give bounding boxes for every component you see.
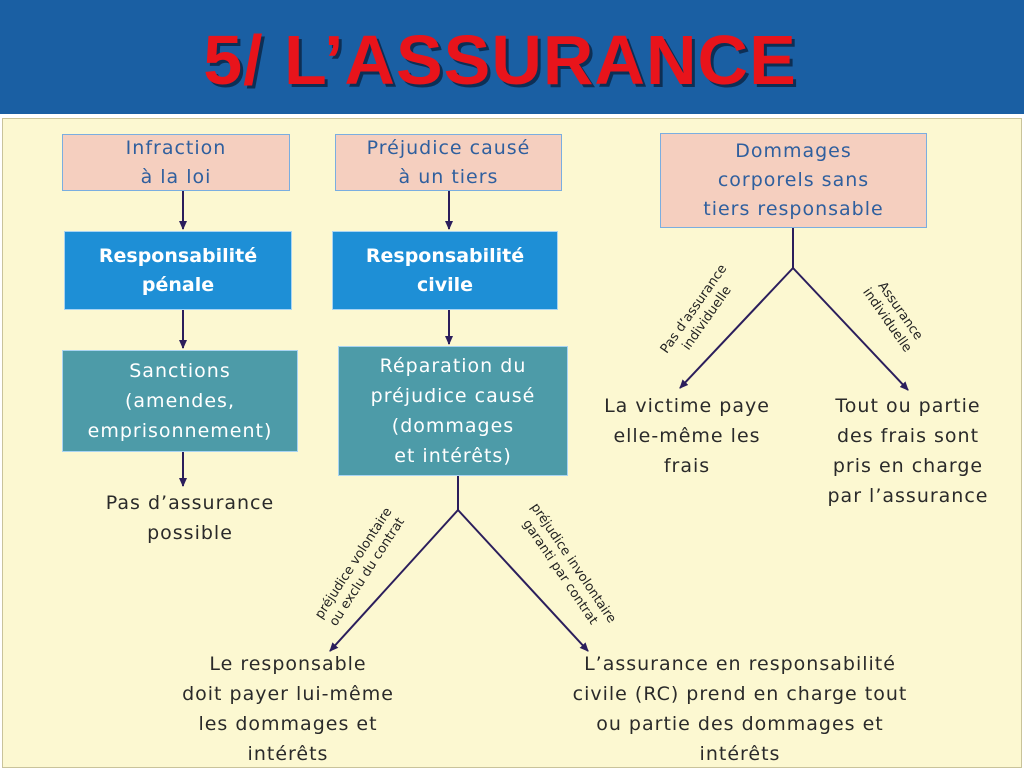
branch-left-middle [329,509,459,652]
branch-right-middle [457,509,589,652]
responsabilite-civile-box: Responsabilité civile [332,231,558,310]
slide-title: 5/ L’ASSURANCE [203,21,797,99]
assurance-rc-text: L’assurance en responsabilité civile (RC… [572,653,908,765]
slide-header [0,0,1024,114]
branch-left-right [679,267,794,389]
branch-right-right [792,267,909,391]
infraction-box: Infraction à la loi [62,134,290,191]
responsable-paye-text: Le responsable doit payer lui-même les d… [182,653,394,765]
pas-assurance-possible-text: Pas d’assurance possible [105,492,275,544]
sanctions-box: Sanctions (amendes, emprisonnement) [62,350,298,452]
dommages-corporels-box: Dommages corporels sans tiers responsabl… [660,133,927,228]
victime-paye-text: La victime paye elle-même les frais [604,395,770,477]
prejudice-tiers-box: Préjudice causé à un tiers [335,134,562,191]
header-divider [0,114,1024,118]
responsabilite-penale-box: Responsabilité pénale [64,231,292,310]
reparation-prejudice-box: Réparation du préjudice causé (dommages … [338,346,568,476]
frais-pris-en-charge-text: Tout ou partie des frais sont pris en ch… [827,395,989,507]
